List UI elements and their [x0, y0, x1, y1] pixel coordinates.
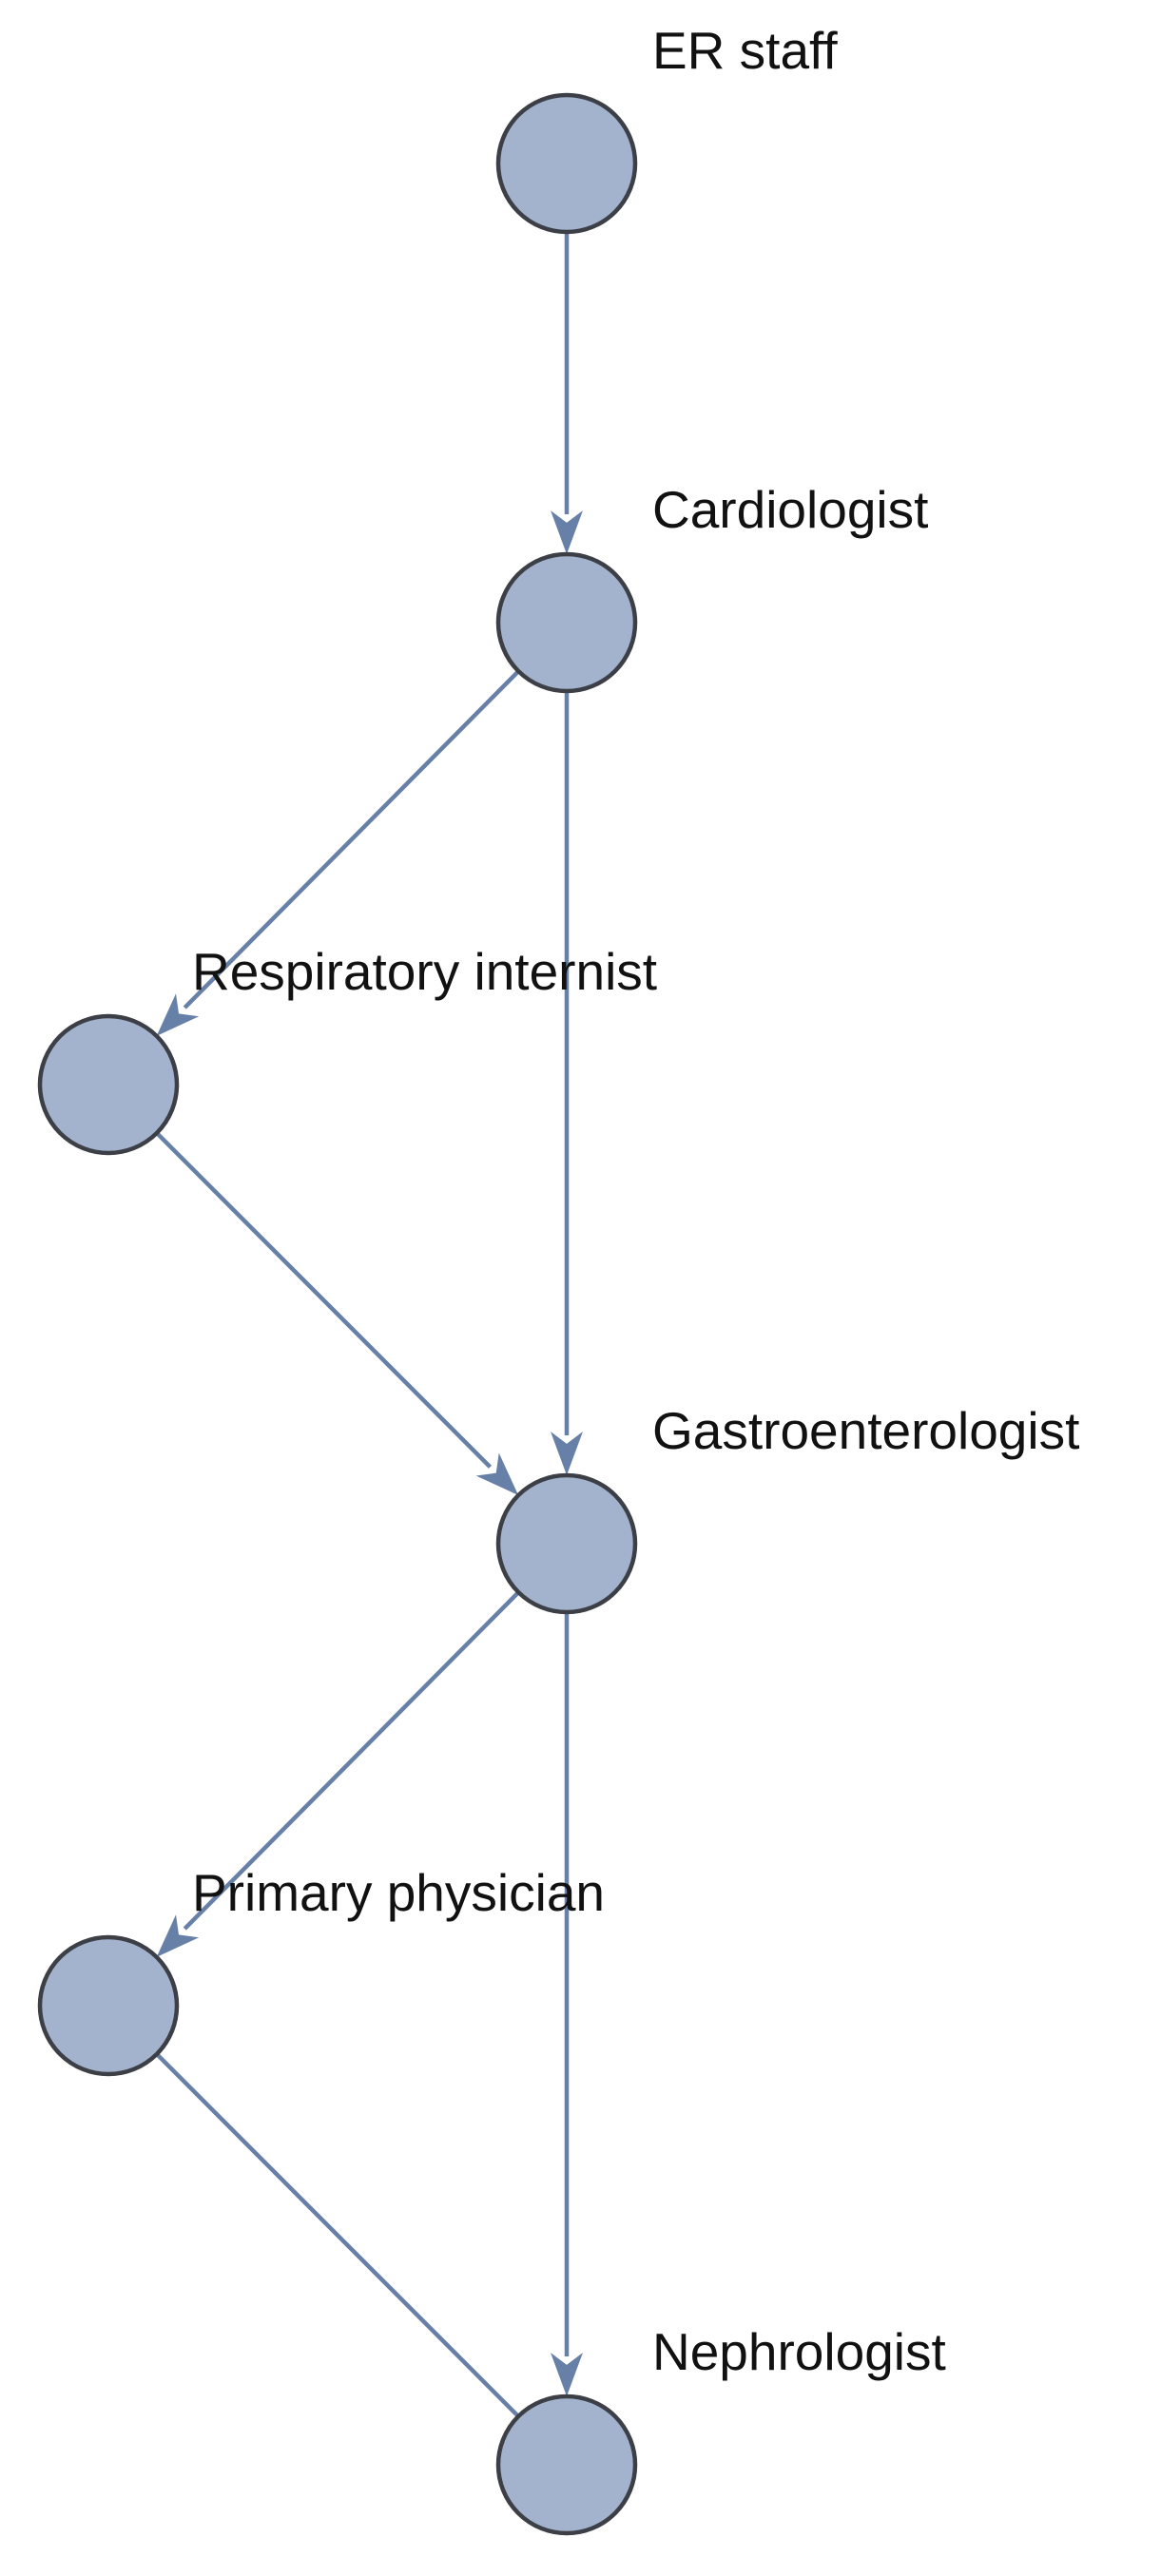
arrow-head: [551, 2353, 583, 2396]
arrow-head: [551, 1432, 583, 1475]
arrow-head: [475, 1452, 519, 1495]
node-label: ER staff: [652, 21, 838, 80]
node-circle: [495, 2393, 638, 2536]
edge-gastro-to-nephro: [551, 1612, 583, 2396]
node-label: Primary physician: [192, 1863, 605, 1922]
node-cardio: Cardiologist: [495, 480, 928, 694]
arrow-head: [156, 993, 200, 1036]
node-gastro: Gastroenterologist: [495, 1401, 1079, 1615]
node-circle: [495, 92, 638, 235]
node-nephro: Nephrologist: [495, 2322, 946, 2536]
edge-primary-to-nephro: [155, 2052, 520, 2418]
arrow-head: [156, 1914, 200, 1957]
edges-layer: [155, 232, 583, 2418]
node-er: ER staff: [495, 21, 838, 235]
node-label: Cardiologist: [652, 480, 928, 539]
node-circle: [37, 1013, 180, 1156]
arrow-head: [551, 510, 583, 554]
node-circle: [495, 551, 638, 694]
edge-line: [155, 2052, 520, 2418]
edge-resp-to-gastro: [155, 1131, 519, 1495]
node-label: Nephrologist: [652, 2322, 946, 2381]
node-circle: [37, 1934, 180, 2077]
edge-gastro-to-primary: [156, 1590, 520, 1957]
edge-cardio-to-gastro: [551, 691, 583, 1475]
edge-line: [155, 1131, 493, 1469]
edge-line: [183, 669, 520, 1009]
node-resp: Respiratory internist: [37, 942, 657, 1156]
edge-cardio-to-resp: [156, 669, 520, 1036]
edge-line: [183, 1590, 520, 1931]
node-label: Gastroenterologist: [652, 1401, 1079, 1460]
edge-er-to-cardio: [551, 232, 583, 554]
node-label: Respiratory internist: [192, 942, 657, 1001]
node-circle: [495, 1472, 638, 1615]
node-primary: Primary physician: [37, 1863, 605, 2077]
